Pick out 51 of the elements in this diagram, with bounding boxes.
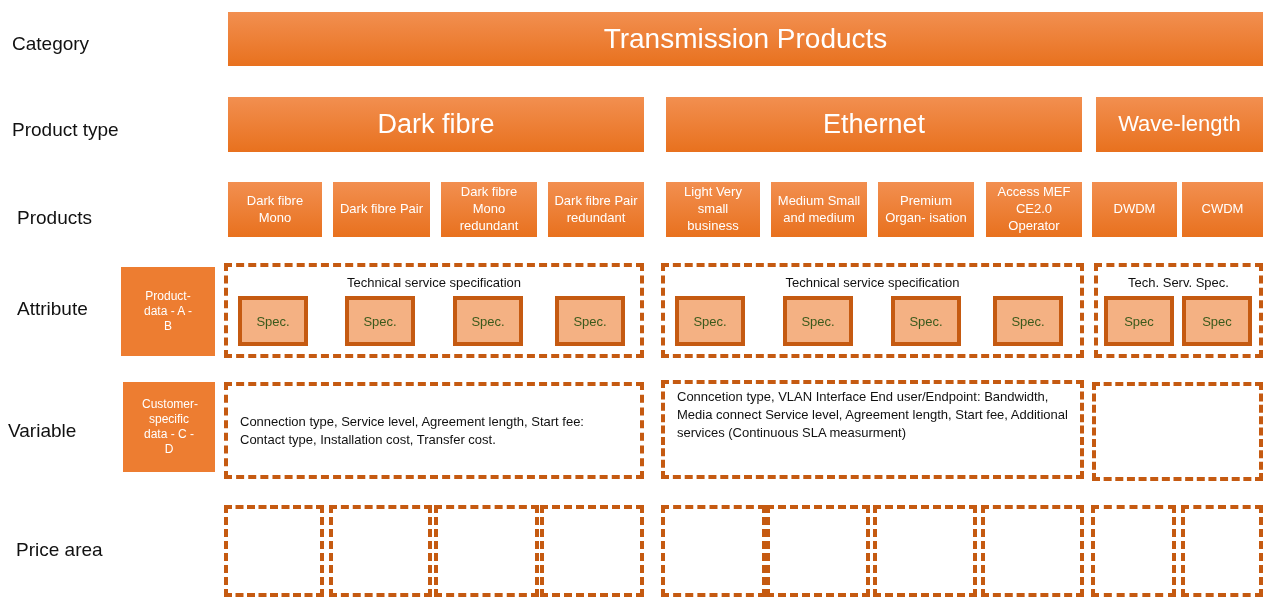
dashed-frame: [661, 263, 1084, 358]
empty-dashed-frame: [540, 505, 644, 597]
frame-heading: Tech. Serv. Spec.: [1128, 275, 1229, 290]
data-box: Customer- specific data - C - D: [123, 382, 215, 472]
dashed-frame: Connection type, Service level, Agreement length, Start fee: Contact type, Installation cost, Transfer cost.: [224, 382, 644, 479]
product-box: DWDM: [1092, 182, 1177, 237]
empty-dashed-frame: [434, 505, 539, 597]
spec-box: Spec.: [238, 296, 308, 346]
spec-box: Spec: [1104, 296, 1174, 346]
empty-dashed-frame: [1092, 382, 1263, 481]
empty-dashed-frame: [661, 505, 766, 597]
data-box: Product- data - A - B: [121, 267, 215, 356]
product-box: CWDM: [1182, 182, 1263, 237]
spec-box: Spec.: [891, 296, 961, 346]
spec-box: Spec.: [453, 296, 523, 346]
empty-dashed-frame: [329, 505, 432, 597]
dashed-frame: [1094, 263, 1263, 358]
row-label: Products: [17, 207, 92, 229]
product-box: Medium Small and medium: [771, 182, 867, 237]
empty-dashed-frame: [1181, 505, 1263, 597]
dashed-frame: [224, 263, 644, 358]
row-label: Variable: [8, 420, 77, 442]
empty-dashed-frame: [1091, 505, 1176, 597]
category-bar: Transmission Products: [228, 12, 1263, 66]
row-label: Attribute: [17, 298, 88, 320]
frame-heading: Technical service specification: [785, 275, 960, 290]
frame-heading: Technical service specification: [346, 275, 522, 290]
product-type-bar: Dark fibre: [228, 97, 644, 152]
product-type-bar: Wave-length: [1096, 97, 1263, 152]
dashed-frame: Conncetion type, VLAN Interface End user/Endpoint: Bandwidth, Media connect Service level, Agreement length, Start fee, Additional services (Continuous SLA measurment): [661, 380, 1084, 479]
spec-box: Spec.: [783, 296, 853, 346]
empty-dashed-frame: [224, 505, 324, 597]
empty-dashed-frame: [766, 505, 870, 597]
empty-dashed-frame: [981, 505, 1084, 597]
row-label: Product type: [12, 119, 119, 141]
spec-box: Spec.: [675, 296, 745, 346]
product-box: Premium Organ- isation: [878, 182, 974, 237]
product-box: Dark fibre Mono redundant: [441, 182, 537, 237]
spec-box: Spec: [1182, 296, 1252, 346]
product-type-bar: Ethernet: [666, 97, 1082, 152]
product-box: Dark fibre Pair: [333, 182, 430, 237]
product-box: Light Very small business: [666, 182, 760, 237]
product-box: Dark fibre Pair redundant: [548, 182, 644, 237]
empty-dashed-frame: [873, 505, 977, 597]
row-label: Price area: [16, 539, 103, 561]
spec-box: Spec.: [993, 296, 1063, 346]
spec-box: Spec.: [555, 296, 625, 346]
product-box: Dark fibre Mono: [228, 182, 322, 237]
product-box: Access MEF CE2.0 Operator: [986, 182, 1082, 237]
spec-box: Spec.: [345, 296, 415, 346]
row-label: Category: [12, 33, 90, 55]
